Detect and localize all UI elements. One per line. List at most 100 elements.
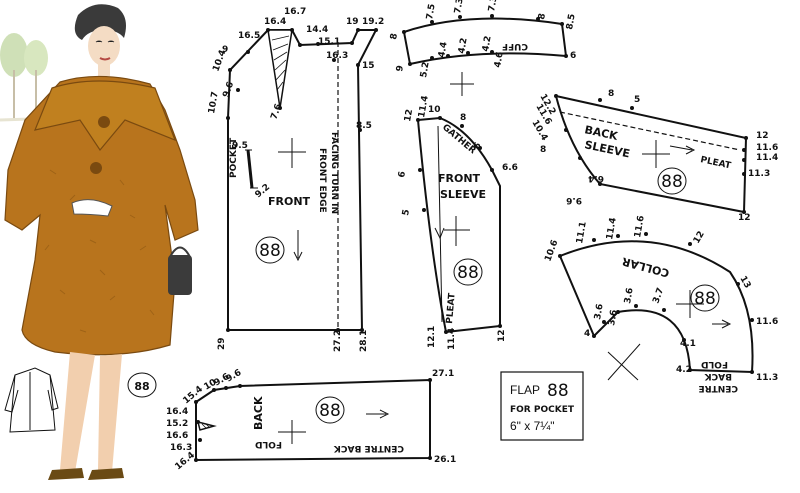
collar-badge — [690, 284, 720, 312]
front-pattern-piece: 88 FRONT POCKET FACING TURN IN FRONT EDG… — [207, 7, 384, 352]
collar-pattern-piece: 88 COLLAR FOLD BACK CENTRE 10.6 11.1 11.… — [543, 215, 778, 393]
measurement: 4.2 — [481, 35, 494, 52]
measurement: 9.6 — [221, 81, 236, 99]
measurement: 9.5 — [232, 141, 248, 151]
measurement: 11.6 — [756, 143, 778, 153]
measurement: 4.1 — [680, 339, 696, 349]
flap-dimensions: 6" x 7¼" — [510, 419, 555, 433]
collar-back-label: BACK — [704, 371, 732, 381]
measurement: 16.4 — [166, 407, 188, 417]
measurement: 7.5 — [425, 3, 438, 20]
measurement: 27.1 — [432, 369, 454, 379]
front-badge — [255, 236, 285, 264]
measurement: 6 — [397, 171, 408, 179]
flap-subtitle: FOR POCKET — [510, 405, 575, 415]
centre-back-label: CENTRE BACK — [333, 443, 404, 453]
measurement: 9 — [395, 65, 406, 73]
back-fold-label: FOLD — [255, 439, 282, 449]
measurement: 10.7 — [207, 91, 221, 115]
measurement: 19.2 — [362, 17, 384, 27]
measurement: 16.3 — [326, 51, 348, 61]
measurement: 11.6 — [633, 215, 647, 239]
pattern-number-badge — [127, 372, 157, 398]
cuff-pattern-piece: CUFF 8 7.5 7.3 7.3 8 8.5 9 5.2 4.4 4.2 4… — [389, 0, 578, 96]
cross-mark-line1 — [607, 351, 639, 381]
svg-text:88: 88 — [319, 401, 341, 421]
collar-fold-label: FOLD — [701, 359, 728, 369]
measurement: 8 — [460, 113, 466, 123]
measurement: 7.3 — [453, 0, 466, 15]
pocket-label: POCKET — [229, 137, 239, 178]
flap-number: 88 — [547, 381, 569, 401]
measurement: 12 — [403, 108, 415, 122]
measurement: 15.2 — [166, 419, 188, 429]
collar-title: COLLAR — [620, 254, 671, 279]
svg-text:88: 88 — [661, 172, 683, 192]
front-sleeve-title: FRONT — [438, 172, 481, 185]
flat-sketch — [4, 367, 59, 433]
front-title: FRONT — [268, 195, 311, 208]
measurement: 12 — [738, 213, 751, 223]
cuff-title: CUFF — [502, 41, 528, 51]
measurement: 7.3 — [487, 0, 500, 13]
collar-centre-label: CENTRE — [698, 383, 738, 393]
measurement: 9.6 — [566, 195, 582, 205]
facing-label-1: FACING TURN IN — [329, 132, 339, 214]
back-pattern-piece: 88 BACK FOLD CENTRE BACK 9.6 9.6 10 15.4… — [166, 368, 456, 472]
measurement: 15 — [362, 61, 375, 71]
measurement: 10 — [428, 105, 441, 115]
measurement: 6.6 — [502, 163, 518, 173]
measurement: 16.4 — [264, 17, 286, 27]
svg-text:88: 88 — [457, 263, 479, 283]
measurement: 4.2 — [457, 37, 470, 54]
cross-mark-line2 — [607, 343, 641, 381]
measurement: 6 — [472, 141, 484, 151]
measurement: 8.5 — [356, 121, 372, 131]
fashion-illustration: 88 — [0, 0, 215, 493]
back-title: BACK — [252, 396, 265, 430]
measurement: 3.7 — [651, 287, 666, 305]
pattern-number: 88 — [134, 380, 149, 393]
measurement: 3.6 — [607, 309, 620, 326]
measurement: 3.6 — [593, 303, 606, 320]
measurement: 11.1 — [575, 221, 589, 245]
measurement: 11.4 — [417, 95, 431, 119]
measurement: 19 — [346, 17, 359, 27]
measurement: 6.4 — [588, 173, 604, 183]
measurement: 11.4 — [756, 153, 778, 163]
measurement: 4.2 — [676, 365, 692, 375]
measurement: 6 — [570, 51, 576, 61]
measurement: 8 — [608, 89, 614, 99]
measurement: 10.6 — [543, 239, 560, 263]
measurement: 16.3 — [170, 443, 192, 453]
measurement: 26.1 — [434, 455, 456, 465]
measurement: 12 — [692, 230, 707, 246]
measurement: 7.6 — [269, 103, 284, 121]
measurement: 4 — [584, 329, 590, 339]
front-sleeve-title-2: SLEEVE — [440, 188, 486, 201]
measurement: 16.5 — [238, 31, 260, 41]
pleat-label: PLEAT — [699, 155, 732, 171]
tree-illustration — [0, 33, 61, 122]
measurement: 8 — [537, 13, 548, 21]
measurement: 28.1 — [359, 330, 369, 352]
back-sleeve-title-2: SLEEVE — [583, 138, 631, 160]
facing-label-2: FRONT EDGE — [317, 148, 327, 213]
measurement: 16.7 — [284, 7, 306, 17]
measurement: 14.4 — [306, 25, 328, 35]
measurement: 11.3 — [756, 373, 778, 383]
measurement: 11.6 — [756, 317, 778, 327]
svg-text:88: 88 — [259, 241, 281, 261]
measurement: 11.4 — [605, 217, 619, 241]
measurement: 8 — [389, 33, 400, 41]
svg-text:88: 88 — [694, 289, 716, 309]
measurement: 15.1 — [318, 37, 340, 47]
measurement: 8 — [540, 145, 546, 155]
measurement: 12 — [756, 131, 769, 141]
measurement: 12 — [497, 329, 507, 342]
measurement: 29 — [217, 337, 227, 350]
measurement: 11.3 — [748, 169, 770, 179]
pleat-label: PLEAT — [445, 292, 458, 324]
measurement: 16.6 — [166, 431, 188, 441]
